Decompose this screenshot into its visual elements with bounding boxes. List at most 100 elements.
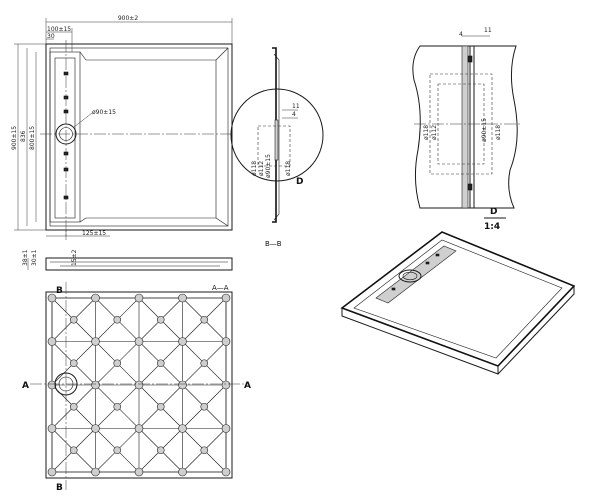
rib-node (178, 337, 187, 346)
rib-node (221, 380, 231, 390)
detail-d-marker: D (296, 177, 303, 187)
tray-outline (45, 43, 233, 231)
top-view: ø90±15 900±2 100±15 30 900±15 836 800±15… (11, 15, 233, 240)
dim-side-inner1: 836 (20, 130, 27, 142)
rib-node (113, 359, 122, 368)
rib-node (69, 402, 78, 411)
rib-node (47, 424, 57, 433)
rib-node (134, 293, 144, 303)
rib-node (113, 315, 122, 324)
tray-inner-edge (49, 47, 229, 227)
dim-det-d3: ø90±15 (481, 118, 488, 142)
rib-node (91, 467, 100, 477)
rib-node (221, 467, 231, 477)
rib-node (69, 315, 78, 324)
dim-h2: 30±1 (31, 249, 38, 266)
underside-outline (45, 291, 233, 479)
drain-channel-inner (54, 57, 76, 219)
iso-outer (340, 231, 576, 367)
rib-node (156, 359, 165, 368)
dim-det-11: 11 (484, 27, 492, 34)
channel-edge-bottom (79, 217, 87, 223)
rib-node (47, 467, 57, 477)
section-bb-label: B—B (265, 240, 282, 248)
rib-node (69, 359, 78, 368)
section-bb-view: D 11 4 ø118 ø112 ø90±15 ø118 B—B (230, 47, 324, 248)
dim-det-4: 4 (459, 31, 463, 38)
dim-d2: 30 (47, 33, 55, 40)
rib-node (113, 402, 122, 411)
rib-node (178, 293, 187, 303)
rib-node (200, 359, 209, 368)
rib-node (221, 337, 231, 346)
iso-right-edge (497, 286, 575, 375)
detail-break-outline (412, 45, 518, 209)
rib-node (69, 446, 78, 455)
iso-inner-rim (353, 239, 563, 359)
rib-node (91, 337, 100, 346)
section-a-right: A (244, 381, 251, 391)
dim-sec-d2: ø112 (258, 161, 265, 176)
dim-d1: 100±15 (47, 26, 71, 33)
section-b-bottom: B (56, 483, 63, 493)
dim-sec-d3: ø90±15 (265, 154, 272, 178)
elevation-outline (45, 257, 233, 271)
dim-side-inner2: 800±15 (29, 126, 36, 150)
iso-slot (391, 287, 396, 291)
rib-node (200, 402, 209, 411)
rib-node (47, 337, 57, 346)
section-drain-hidden (257, 125, 291, 167)
dim-top-width: 900±2 (118, 15, 138, 22)
iso-drain-outer (398, 269, 422, 283)
dim-side-height: 900±15 (11, 126, 18, 150)
rib-node (156, 315, 165, 324)
rib-node (178, 467, 187, 477)
rib-node (178, 424, 187, 433)
rib-node (91, 293, 100, 303)
detail-title: D (490, 207, 497, 217)
rib-node (134, 337, 144, 346)
iso-slot (435, 253, 440, 257)
side-elevation: 38±1 30±1 15±2 (22, 249, 233, 271)
rib-node (156, 446, 165, 455)
dim-bottom-offset: 125±15 (82, 230, 106, 237)
rib-node (91, 380, 100, 390)
rib-node (91, 424, 100, 433)
detail-d-view: 11 4 ø118 ø112 ø90±15 ø118 D 1:4 (412, 27, 520, 232)
rib-node (134, 467, 144, 477)
iso-drain-inner (402, 271, 418, 281)
rib-node (156, 402, 165, 411)
rib-node (200, 315, 209, 324)
bottom-view: A A A—A B B (22, 282, 251, 493)
profile-inner (273, 53, 280, 221)
channel-edge-top (79, 51, 87, 61)
detail-notch (467, 55, 473, 63)
corner-line-tr (215, 47, 229, 61)
rib-node (113, 446, 122, 455)
drain-dia-label: ø90±15 (92, 109, 116, 116)
detail-profile-strip (461, 45, 469, 209)
dim-sec-d1: ø118 (251, 161, 258, 176)
leader-drain-dia (73, 112, 93, 128)
rib-node (178, 380, 187, 390)
underside-nodes (47, 293, 231, 477)
dim-h3: 15±2 (71, 249, 78, 266)
dim-det-d2: ø112 (431, 125, 438, 140)
dim-sec-11: 11 (292, 103, 300, 110)
iso-slot (425, 261, 430, 265)
dim-det-d4: ø118 (495, 125, 502, 140)
iso-channel (375, 245, 457, 304)
corner-line-br (215, 217, 229, 227)
section-aa-label: A—A (212, 284, 229, 292)
section-b-top: B (56, 286, 63, 296)
section-a-left: A (22, 381, 29, 391)
rib-node (200, 446, 209, 455)
rib-node (134, 424, 144, 433)
drain-channel (49, 51, 81, 223)
iso-front-edge (341, 308, 499, 375)
profile-drain-cut (274, 119, 279, 161)
dim-h1: 38±1 (22, 249, 29, 266)
rib-node (134, 380, 144, 390)
rib-node (221, 424, 231, 433)
detail-circle-d (230, 88, 324, 182)
